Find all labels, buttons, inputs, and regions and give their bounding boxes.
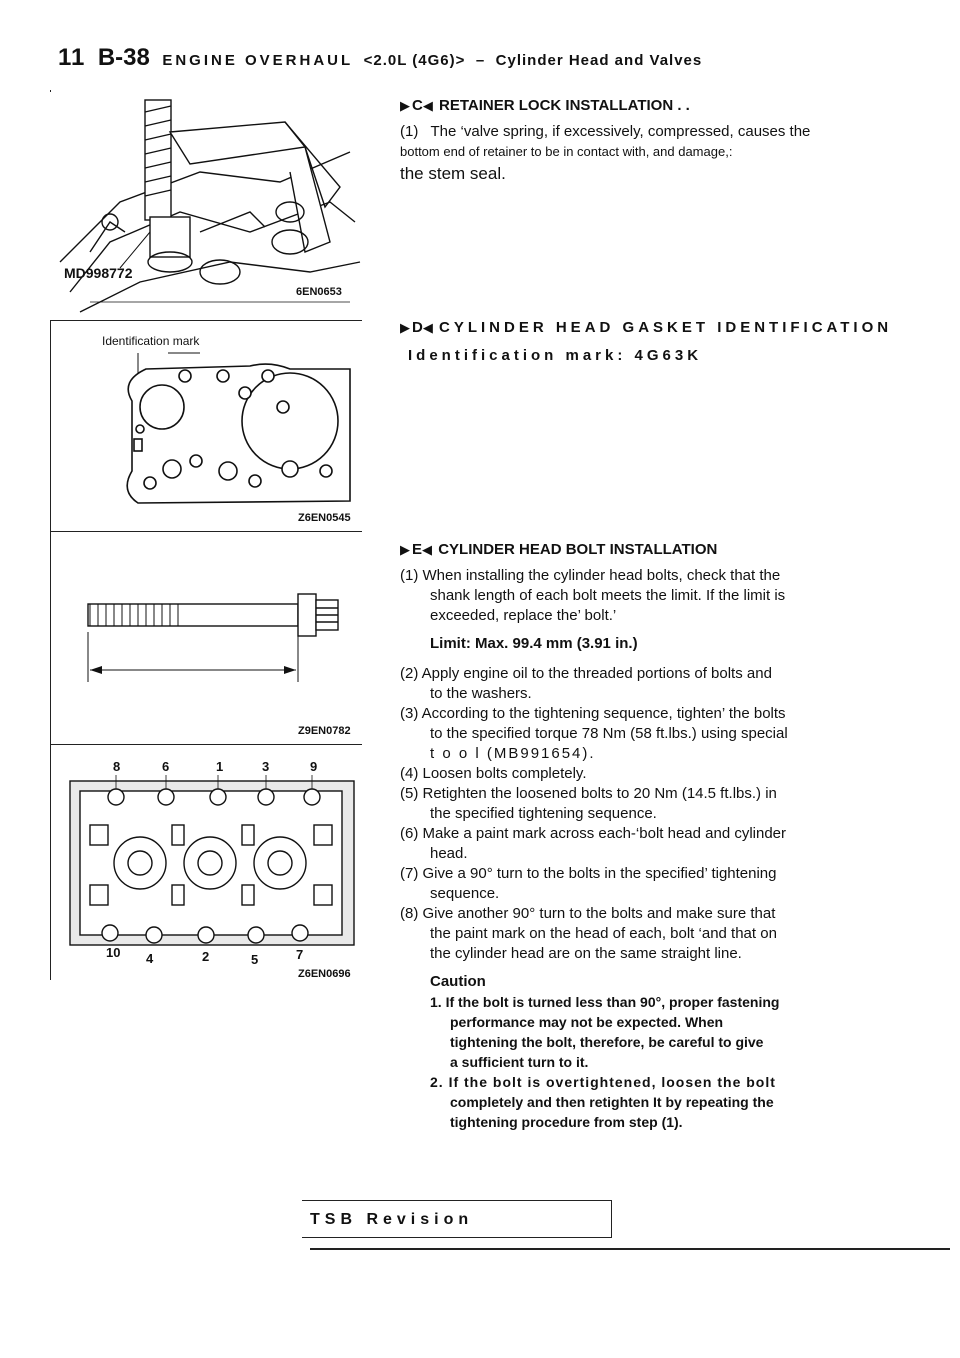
seq-top-5: 9 (310, 759, 317, 774)
step-line: (6) Make a paint mark across each-‘bolt … (400, 825, 787, 842)
step-line: the paint mark on the head of each, bolt… (430, 925, 777, 942)
step-line: to the specified torque 78 Nm (58 ft.lbs… (430, 725, 788, 742)
step-line: (1) When installing the cylinder head bo… (400, 567, 781, 584)
section-head-bolt: ▶E◀ CYLINDER HEAD BOLT INSTALLATION (1) … (400, 540, 870, 1132)
seq-bottom-2: 4 (146, 951, 154, 966)
step-line: (3) According to the tightening sequence… (400, 705, 786, 722)
figure-code-1: 6EN0653 (296, 286, 342, 298)
step-line: the cylinder head are on the same straig… (430, 945, 742, 962)
figure-tightening-sequence: 8 6 1 3 9 10 4 2 5 7 (50, 745, 362, 981)
step-line: the specified tightening sequence. (430, 805, 657, 822)
spring-compressor-illustration: MD998772 6EN0653 (50, 92, 362, 320)
figure-spring-compressor: MD998772 6EN0653 (50, 92, 362, 321)
step-line: (7) Give a 90° turn to the bolts in the … (400, 865, 777, 882)
figure-column-border (50, 90, 51, 980)
section-c-title: RETAINER LOCK INSTALLATION . . (439, 97, 690, 114)
header-dash: – (475, 52, 486, 69)
caution-line: performance may not be expected. When (450, 1014, 724, 1030)
figure-code-4: Z6EN0696 (298, 968, 351, 980)
caution-line: tightening procedure from step (1). (450, 1114, 683, 1130)
step-c-line2: bottom end of retainer to be in contact … (400, 144, 733, 159)
section-d-title: CYLINDER HEAD GASKET IDENTIFICATION (439, 319, 893, 336)
step-line: sequence. (430, 885, 500, 902)
section-marker-e: E (412, 541, 423, 558)
seq-top-3: 1 (216, 759, 223, 774)
step-line: to the washers. (430, 685, 532, 702)
section-marker-d: D (412, 319, 423, 336)
seq-top-1: 8 (113, 759, 120, 774)
step-line: (5) Retighten the loosened bolts to 20 N… (400, 785, 777, 802)
caution-list: 1. If the bolt is turned less than 90°, … (400, 992, 870, 1132)
head-gasket-illustration: Identification mark Z6EN0545 (102, 334, 351, 524)
step-c-number: (1) (400, 123, 419, 140)
engine-spec: <2.0L (4G6)> (363, 52, 466, 69)
section-title: ENGINE OVERHAUL (162, 52, 354, 69)
step-line: (8) Give another 90° turn to the bolts a… (400, 905, 776, 922)
caution-line: 2. If the bolt is overtightened, loosen … (430, 1074, 776, 1090)
section-e-title: CYLINDER HEAD BOLT INSTALLATION (438, 541, 718, 558)
caution-line: tightening the bolt, therefore, be caref… (450, 1034, 764, 1050)
limit-spec: Limit: Max. 99.4 mm (3.91 in.) (430, 635, 638, 652)
step-line: (2) Apply engine oil to the threaded por… (400, 665, 772, 682)
section-retainer-lock: ▶C◀ RETAINER LOCK INSTALLATION . . (1) T… (400, 96, 870, 186)
play-arrow-icon: ▶ (400, 542, 410, 557)
bolt-steps: (1) When installing the cylinder head bo… (400, 566, 870, 964)
back-arrow-icon: ◀ (422, 320, 433, 335)
caution-line: a sufficient turn to it. (450, 1054, 589, 1070)
page-number: 11 (58, 44, 86, 71)
figure-head-gasket: Identification mark Z6EN0545 (50, 321, 362, 532)
play-arrow-icon: ▶ (400, 320, 410, 335)
identification-mark: Identification mark: 4G63K (408, 347, 703, 364)
page-header: 11 B-38 ENGINE OVERHAUL <2.0L (4G6)> – C… (58, 44, 702, 72)
step-c-line1: The ‘valve spring, if excessively, compr… (430, 123, 811, 140)
footer-rule (310, 1248, 950, 1250)
seq-top-2: 6 (162, 759, 169, 774)
seq-bottom-3: 2 (202, 949, 209, 964)
step-c-line3: the stem seal. (400, 164, 506, 183)
tool-label: MD998772 (64, 265, 133, 281)
seq-bottom-4: 5 (251, 952, 258, 967)
tightening-sequence-illustration: 8 6 1 3 9 10 4 2 5 7 (69, 759, 355, 980)
step-line: shank length of each bolt meets the limi… (430, 587, 786, 604)
step-line: (4) Loosen bolts completely. (400, 765, 587, 782)
back-arrow-icon: ◀ (422, 98, 433, 113)
caution-title: Caution (430, 973, 486, 990)
gasket-caption: Identification mark (102, 334, 200, 348)
seq-bottom-5: 7 (296, 947, 303, 962)
seq-top-4: 3 (262, 759, 269, 774)
seq-bottom-1: 10 (106, 945, 120, 960)
back-arrow-icon: ◀ (422, 542, 433, 557)
head-bolt-illustration: Z9EN0782 (87, 593, 351, 737)
figure-code-3: Z9EN0782 (298, 725, 351, 737)
tsb-revision-label: TSB Revision (310, 1211, 474, 1228)
step-line: head. (430, 845, 468, 862)
section-marker-c: C (412, 97, 423, 114)
page-code: B-38 (97, 44, 150, 71)
section-head-gasket: ▶D◀ CYLINDER HEAD GASKET IDENTIFICATION … (400, 318, 888, 366)
figure-code-2: Z6EN0545 (298, 512, 351, 524)
play-arrow-icon: ▶ (400, 98, 410, 113)
page-subtitle: Cylinder Head and Valves (495, 52, 703, 69)
caution-line: 1. If the bolt is turned less than 90°, … (430, 994, 780, 1010)
step-line: t o o l (MB991654). (430, 745, 596, 762)
figure-head-bolt: Z9EN0782 (50, 532, 362, 745)
caution-line: completely and then retighten It by repe… (450, 1094, 774, 1110)
step-line: exceeded, replace the’ bolt.’ (430, 607, 617, 624)
tsb-revision-box: TSB Revision (302, 1200, 612, 1238)
